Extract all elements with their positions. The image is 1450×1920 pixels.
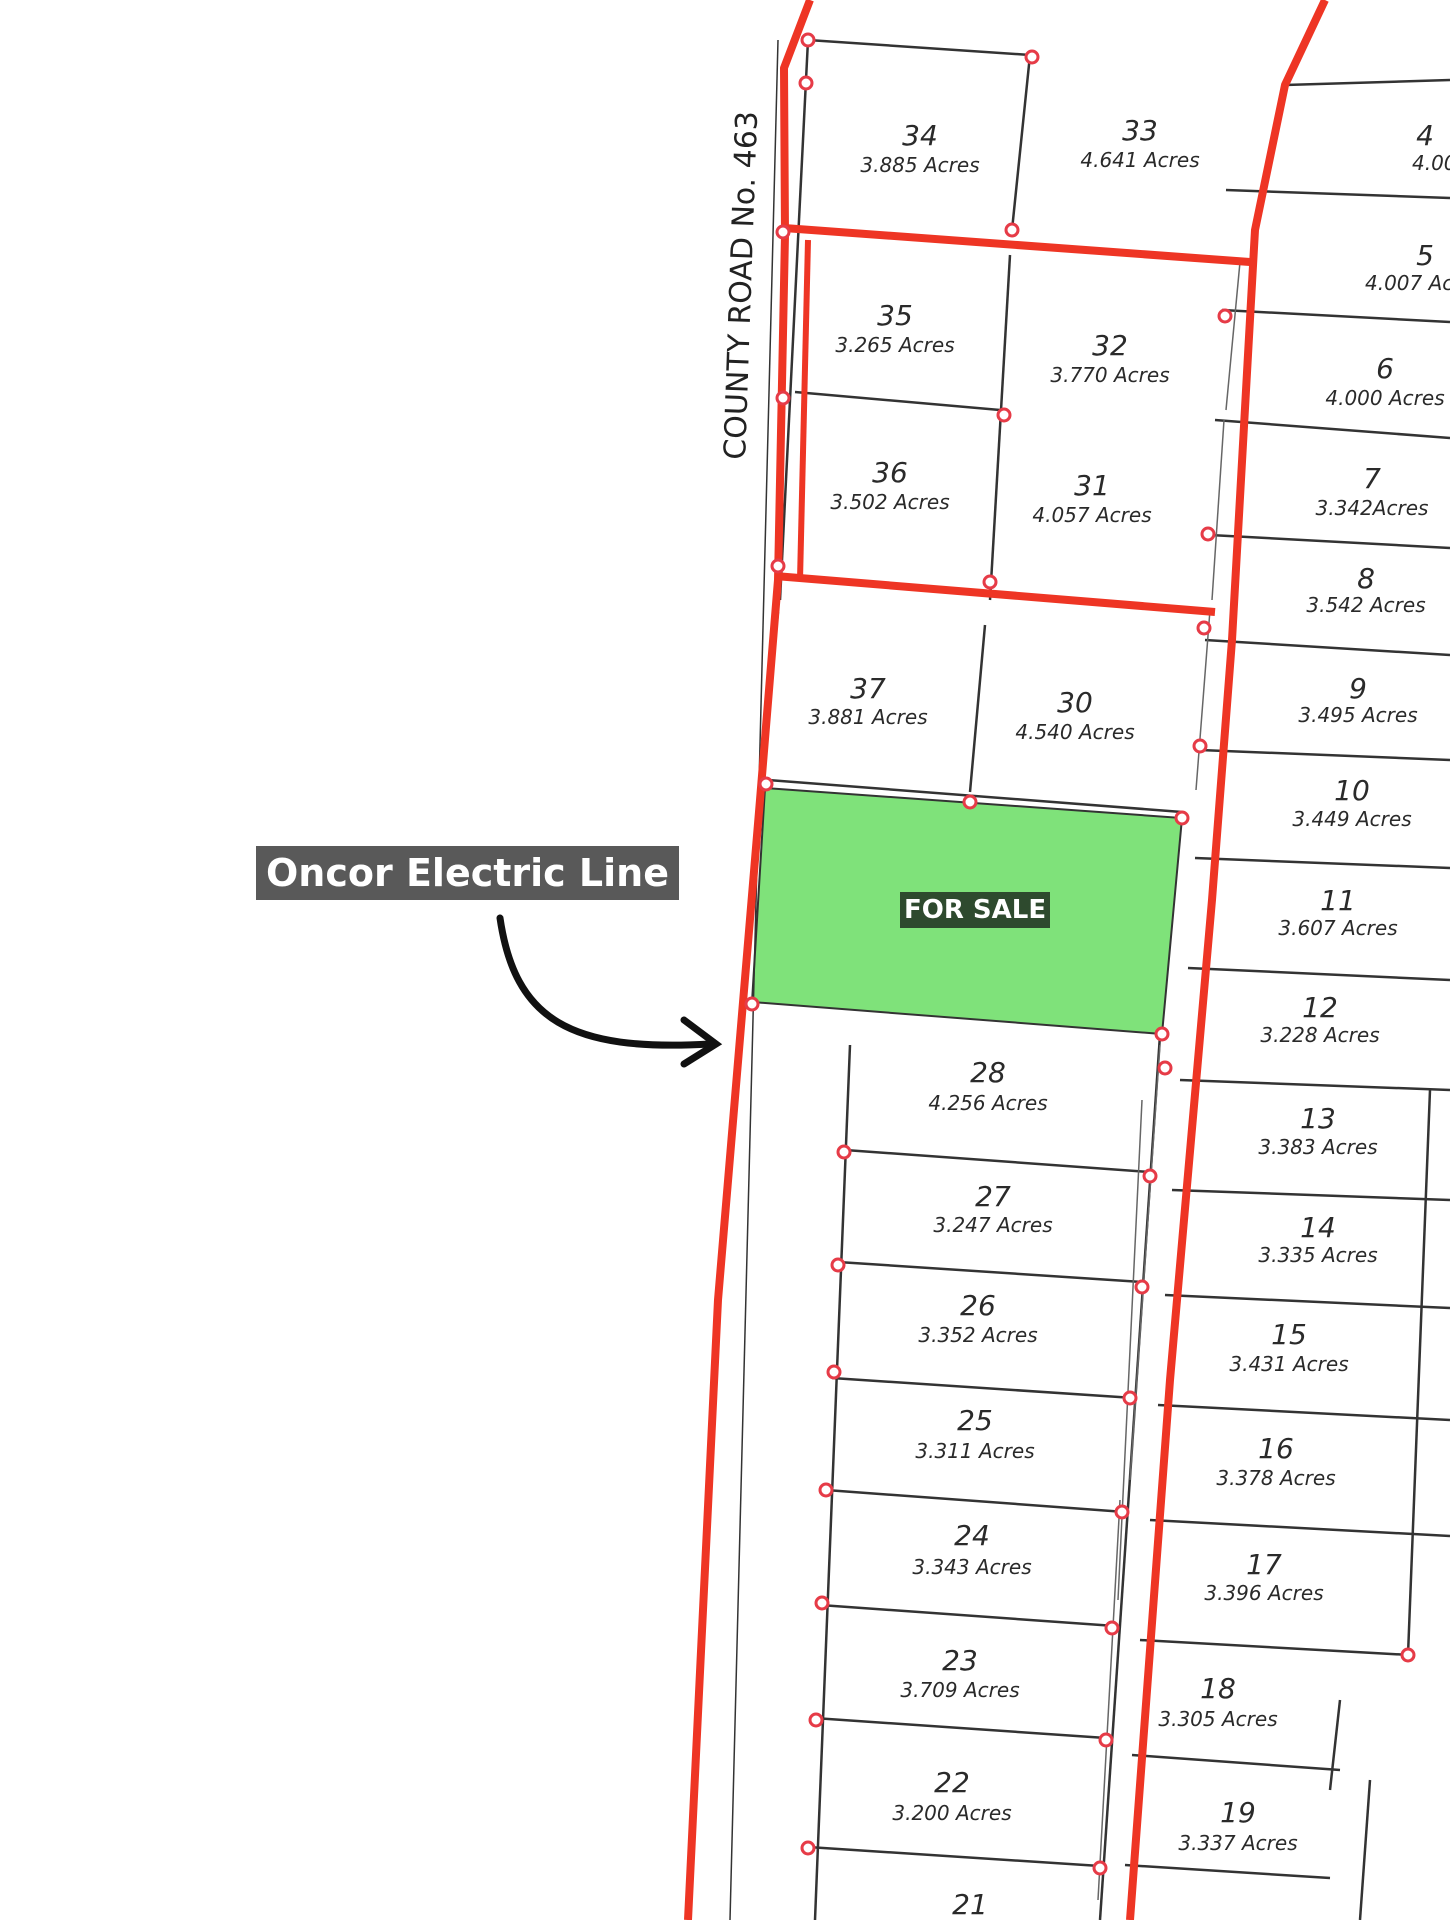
red-boundary bbox=[684, 0, 1329, 1920]
lot-number: 33 bbox=[1122, 114, 1158, 147]
lot-acreage: 4.641 Acres bbox=[1080, 148, 1199, 172]
road-label: COUNTY ROAD No. 463 bbox=[718, 110, 765, 460]
lot-acreage: 3.305 Acres bbox=[1158, 1707, 1277, 1731]
lot-number: 17 bbox=[1246, 1548, 1282, 1581]
lot-acreage: 3.352 Acres bbox=[918, 1323, 1037, 1347]
lot-acreage: 4.057 Acres bbox=[1032, 503, 1151, 527]
lot-number: 30 bbox=[1057, 686, 1093, 719]
lot-number: 10 bbox=[1334, 774, 1370, 807]
lot-labels: 34 3.885 Acres 33 4.641 Acres 4 4.000 Ac… bbox=[808, 114, 1450, 1920]
lot-acreage: 3.709 Acres bbox=[900, 1678, 1019, 1702]
lot-acreage: 3.335 Acres bbox=[1258, 1243, 1377, 1267]
lot-number: 13 bbox=[1300, 1102, 1336, 1135]
lot-number: 16 bbox=[1258, 1432, 1294, 1465]
callout-arrow bbox=[496, 914, 723, 1068]
lot-number: 15 bbox=[1271, 1318, 1307, 1351]
lot-acreage: 3.378 Acres bbox=[1216, 1466, 1335, 1490]
lot-acreage: 3.265 Acres bbox=[835, 333, 954, 357]
lot-acreage: 4.000 Acres bbox=[1325, 386, 1444, 410]
lot-number: 4 bbox=[1416, 119, 1434, 152]
lot-number: 18 bbox=[1200, 1672, 1236, 1705]
lot-number: 23 bbox=[942, 1644, 978, 1677]
lot-acreage: 3.542 Acres bbox=[1306, 593, 1425, 617]
lot-number: 12 bbox=[1302, 991, 1338, 1024]
lot-number: 32 bbox=[1092, 329, 1128, 362]
lot-acreage: 3.431 Acres bbox=[1229, 1352, 1348, 1376]
lot-acreage: 4.000 Ac bbox=[1412, 151, 1450, 175]
lot-acreage: 3.770 Acres bbox=[1050, 363, 1169, 387]
lot-acreage: 4.540 Acres bbox=[1015, 720, 1134, 744]
lot-acreage: 3.607 Acres bbox=[1278, 916, 1397, 940]
lot-number: 28 bbox=[970, 1056, 1006, 1089]
oncor-line-callout: Oncor Electric Line bbox=[256, 846, 679, 900]
lot-acreage: 3.495 Acres bbox=[1298, 703, 1417, 727]
lot-acreage: 3.502 Acres bbox=[830, 490, 949, 514]
lot-lines bbox=[729, 38, 1450, 1920]
lot-acreage: 4.007 Ac bbox=[1365, 271, 1450, 295]
lot-number: 34 bbox=[902, 119, 938, 152]
lot-acreage: 3.342Acres bbox=[1316, 496, 1429, 520]
lot-number: 26 bbox=[960, 1289, 996, 1322]
lot-number: 36 bbox=[872, 456, 908, 489]
lot-number: 24 bbox=[954, 1519, 990, 1552]
lot-acreage: 3.228 Acres bbox=[1260, 1023, 1379, 1047]
lot-number: 31 bbox=[1074, 469, 1110, 502]
lot-number: 27 bbox=[975, 1180, 1011, 1213]
lot-acreage: 3.881 Acres bbox=[808, 705, 927, 729]
lot-number: 5 bbox=[1416, 239, 1434, 272]
lot-acreage: 3.383 Acres bbox=[1258, 1135, 1377, 1159]
survey-markers bbox=[744, 32, 1416, 1876]
lot-number: 6 bbox=[1376, 352, 1394, 385]
for-sale-badge: FOR SALE bbox=[900, 892, 1051, 928]
lot-number: 21 bbox=[952, 1888, 988, 1920]
lot-number: 25 bbox=[957, 1404, 993, 1437]
lot-acreage: 3.247 Acres bbox=[933, 1213, 1052, 1237]
lot-acreage: 4.256 Acres bbox=[928, 1091, 1047, 1115]
lot-acreage: 3.337 Acres bbox=[1178, 1831, 1297, 1855]
lot-number: 11 bbox=[1320, 884, 1356, 917]
lot-acreage: 3.885 Acres bbox=[860, 153, 979, 177]
lot-number: 19 bbox=[1220, 1796, 1256, 1829]
lot-number: 35 bbox=[877, 299, 913, 332]
lot-number: 7 bbox=[1363, 462, 1381, 495]
lot-acreage: 3.200 Acres bbox=[892, 1801, 1011, 1825]
lot-number: 8 bbox=[1357, 562, 1375, 595]
lot-acreage: 3.449 Acres bbox=[1292, 807, 1411, 831]
lot-number: 22 bbox=[934, 1766, 970, 1799]
lot-acreage: 3.343 Acres bbox=[912, 1555, 1031, 1579]
lot-acreage: 3.396 Acres bbox=[1204, 1581, 1323, 1605]
lot-number: 37 bbox=[850, 672, 886, 705]
lot-number: 9 bbox=[1349, 672, 1367, 705]
lot-acreage: 3.311 Acres bbox=[915, 1439, 1034, 1463]
lot-number: 14 bbox=[1300, 1211, 1336, 1244]
